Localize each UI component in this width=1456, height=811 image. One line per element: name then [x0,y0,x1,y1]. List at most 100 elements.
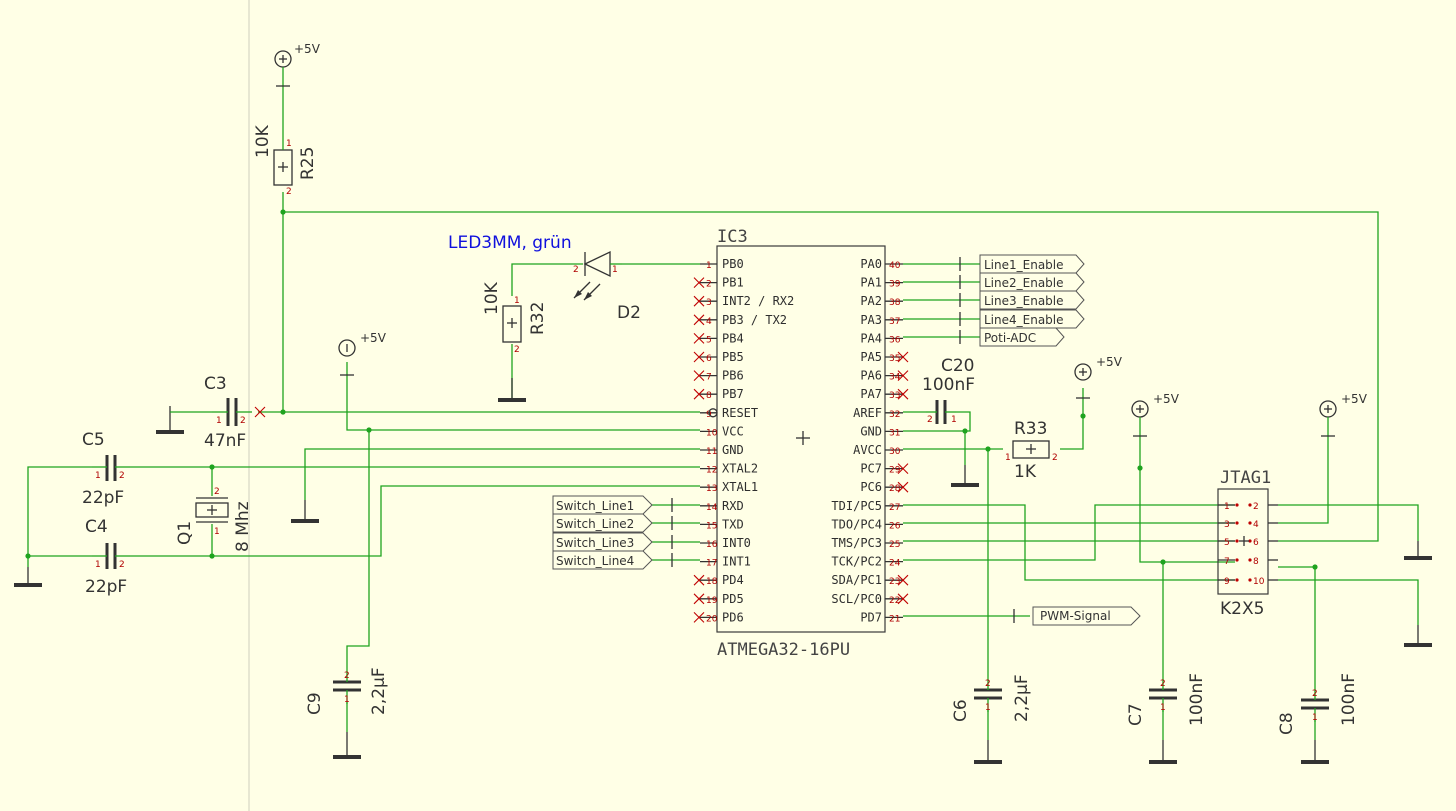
net-flag-line3_enable[interactable]: Line3_Enable [959,290,1085,310]
net-flag-poti-adc[interactable]: Poti-ADC [959,327,1065,347]
supply-5v-c7: +5V [1131,392,1180,437]
jtag-pin-3[interactable]: 3 [1218,520,1239,530]
r25-resistor[interactable]: 1 2 R25 10K [253,124,318,197]
net-flag-line1_enable[interactable]: Line1_Enable [959,254,1085,274]
c6-capacitor[interactable]: 2 1 C6 2,2µF [951,674,1032,722]
ic-pin-name: INT1 [722,555,751,569]
ic-pin-name: PB5 [722,350,744,364]
r32-resistor[interactable]: 1 2 R32 10K [482,281,548,355]
ic-pin-number: 36 [889,335,901,345]
c3-capacitor[interactable]: 1 2 C3 47nF [204,374,266,451]
net-flag-switch_line2[interactable]: Switch_Line2 [552,513,673,533]
c20-capacitor[interactable]: 2 1 C20 100nF [922,356,975,425]
jtag-pin-5[interactable]: 5 [1218,538,1239,548]
ic-pin-name: PD5 [722,592,744,606]
r33-value: 1K [1014,462,1037,482]
jtag-pin-4[interactable]: 4 [1248,520,1278,530]
c8-capacitor[interactable]: 2 1 C8 100nF [1277,673,1359,735]
ic-pin-name: PA0 [860,257,882,271]
pwm-label: PWM-Signal [1040,609,1111,623]
c4-capacitor[interactable]: 1 2 C4 22pF [85,517,130,597]
q1-crystal[interactable]: 2 1 Q1 8 Mhz [175,487,253,552]
jtag-pin-7[interactable]: 7 [1218,557,1239,567]
pwm-flag[interactable]: PWM-Signal [1013,606,1141,626]
jtag-pin-1[interactable]: 1 [1218,502,1239,512]
ic-pin-name: INT0 [722,536,751,550]
no-connect-mark [693,351,705,363]
jtag-pin-2[interactable]: 2 [1248,502,1278,512]
c7-capacitor[interactable]: 2 1 C7 100nF [1126,673,1207,726]
c7-value: 100nF [1187,673,1207,726]
ic-pin-number: 26 [889,521,901,531]
net-flag-switch_line1[interactable]: Switch_Line1 [552,495,673,515]
c4-name: C4 [85,517,108,537]
c3-value: 47nF [204,431,246,451]
d2-led[interactable]: 2 1 D2 LED3MM, grün [448,233,641,323]
c6-name: C6 [951,699,971,722]
jtag-pin-9[interactable]: 9 [1218,577,1239,587]
ic-pin-number: 28 [889,484,901,494]
no-connect-mark [693,277,705,288]
r33-resistor[interactable]: 1 2 R33 1K [1005,419,1058,482]
junctions [25,209,1318,570]
jtag-pin-8[interactable]: 8 [1248,557,1278,567]
c5-capacitor[interactable]: 1 2 C5 22pF [82,430,130,508]
jtag-pin-number: 6 [1253,538,1259,548]
net-flag-line2_enable[interactable]: Line2_Enable [959,272,1085,292]
net-flag-switch_line4[interactable]: Switch_Line4 [552,550,673,570]
ic-pin-number: 7 [706,373,712,383]
c9-capacitor[interactable]: 2 1 C9 2,2µF [305,667,389,715]
ic-pin-name: PB1 [722,276,744,290]
net-flag-label: Switch_Line1 [556,499,634,513]
jtag-pin-10[interactable]: 10 [1248,577,1278,587]
net-flag-label: Line2_Enable [984,276,1064,290]
net-flag-line4_enable[interactable]: Line4_Enable [959,309,1085,329]
jtag-pin-6[interactable]: 6 [1248,538,1278,548]
net-flag-switch_line3[interactable]: Switch_Line3 [552,532,673,552]
c20-name: C20 [941,356,975,376]
ic-pin-name: PA2 [860,294,882,308]
